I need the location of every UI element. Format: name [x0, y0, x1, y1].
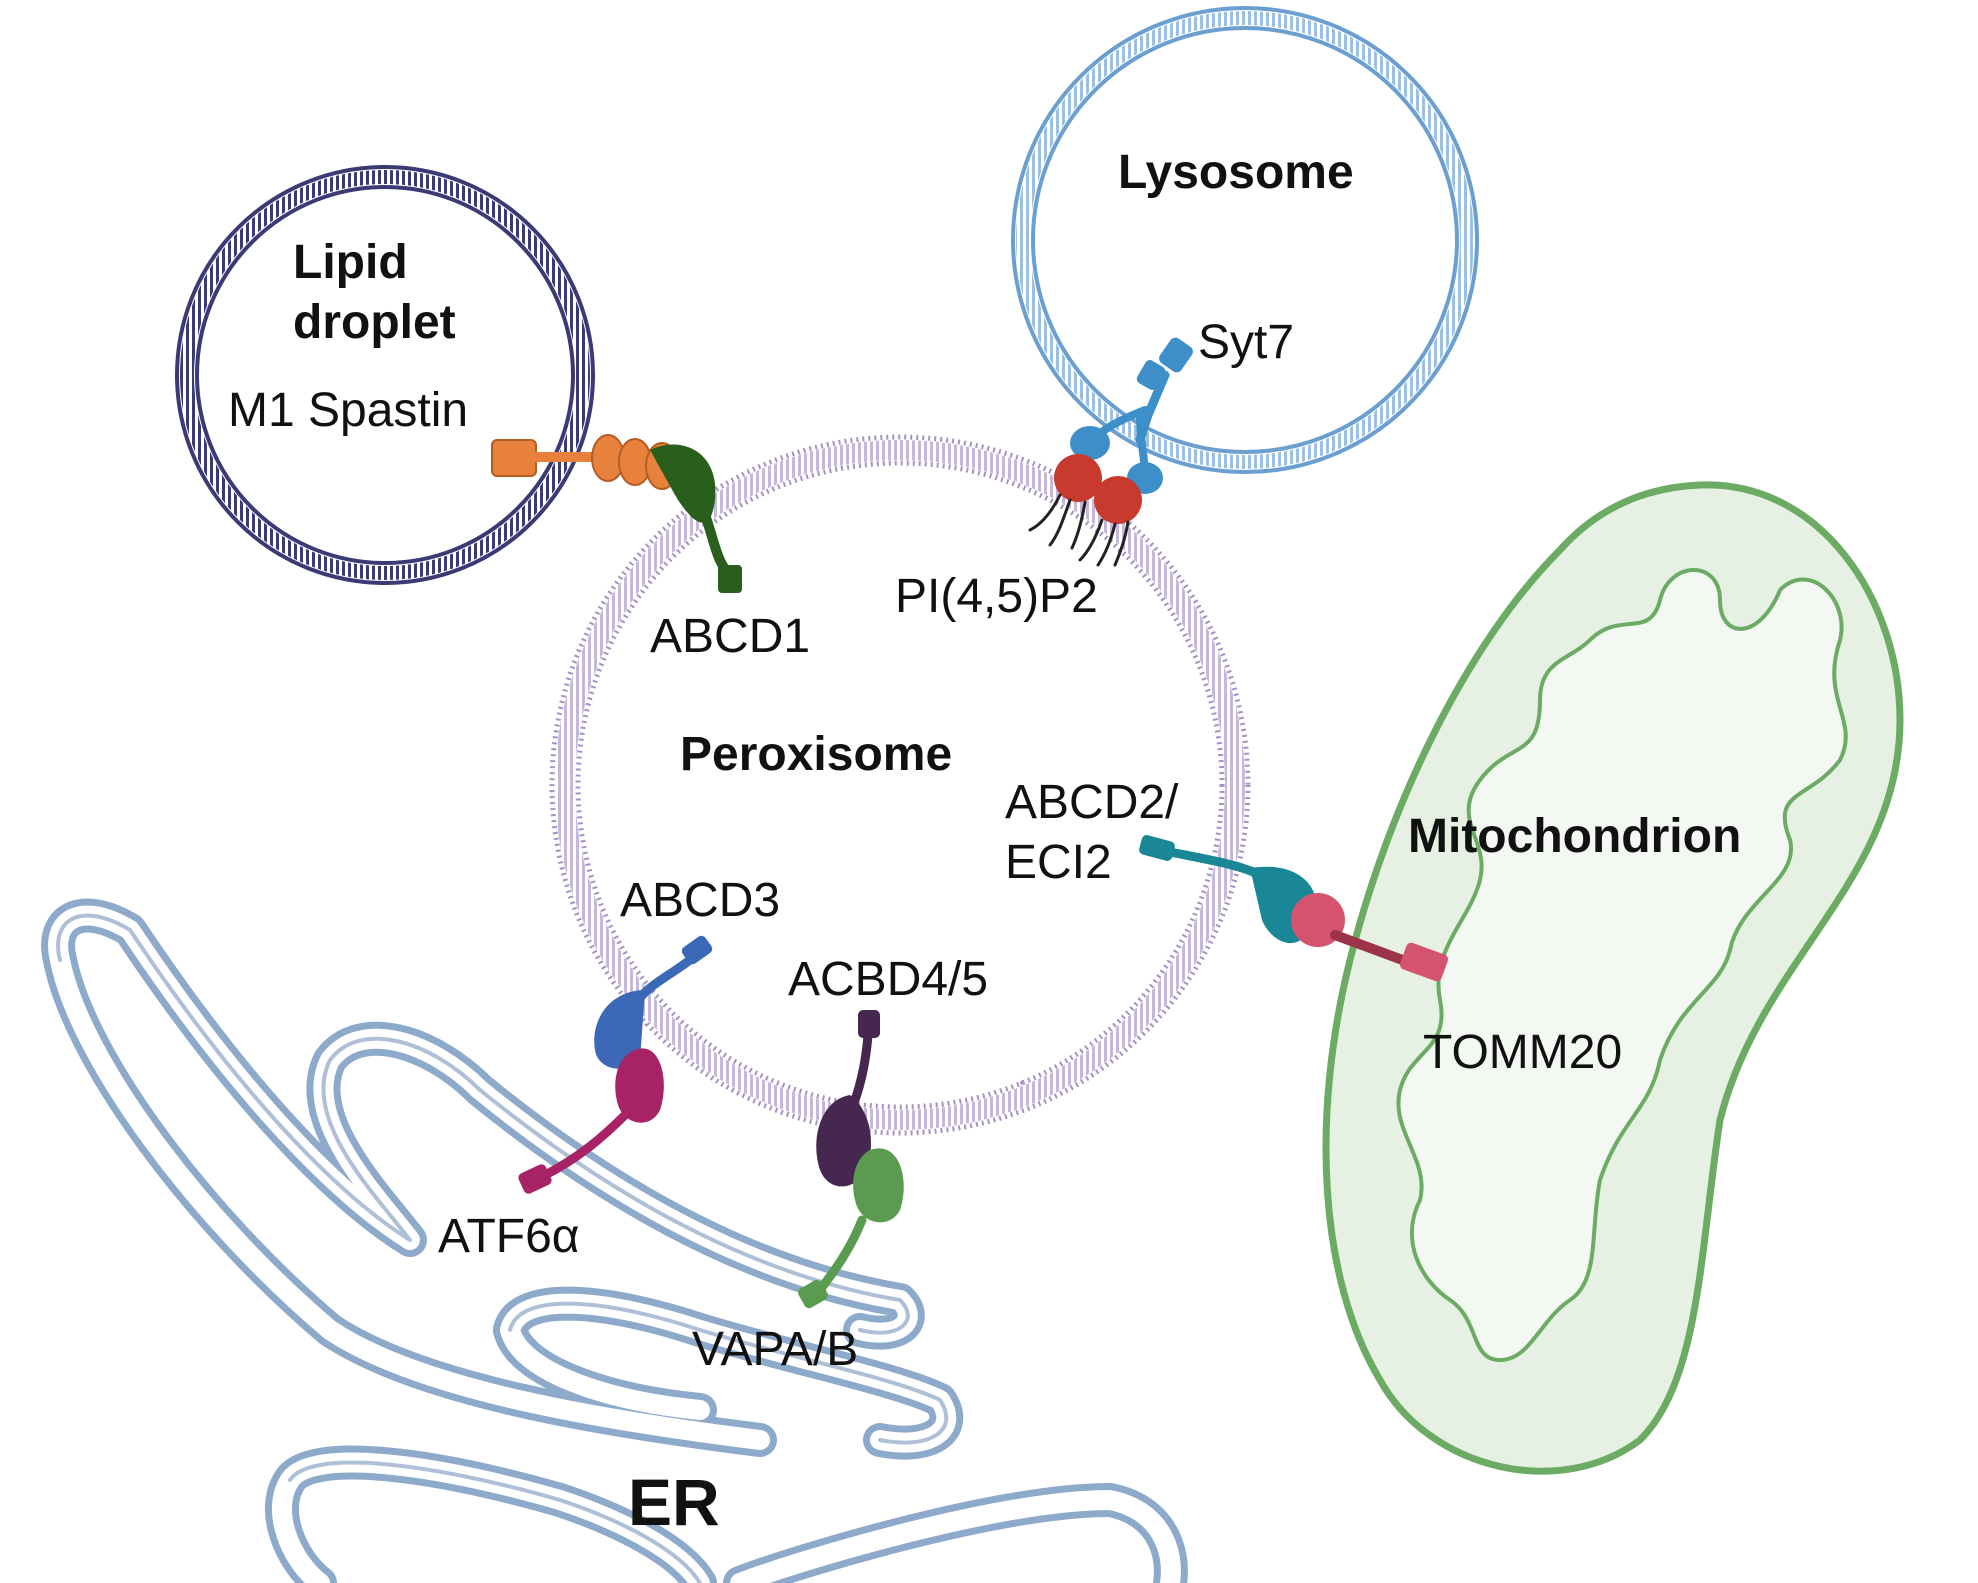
- pip2-label: PI(4,5)P2: [895, 570, 1098, 623]
- acbd45-protein: [816, 1010, 880, 1187]
- lipid-droplet-title-line1: Lipid: [293, 236, 408, 289]
- abcd2-eci2-label-line2: ECI2: [1005, 836, 1112, 889]
- acbd45-label: ACBD4/5: [788, 953, 988, 1006]
- tomm20-label: TOMM20: [1423, 1026, 1622, 1079]
- lysosome: [1011, 6, 1479, 474]
- peroxisome: [549, 434, 1251, 1136]
- lipid-droplet: [175, 165, 595, 585]
- mitochondrion-title: Mitochondrion: [1408, 810, 1741, 863]
- abcd1-protein: [650, 444, 742, 593]
- abcd3-protein: [594, 935, 713, 1069]
- mitochondrion-cristae: [1396, 568, 1848, 1363]
- lipid-droplet-title-line2: droplet: [293, 296, 456, 349]
- pip2-lipid: [1028, 454, 1142, 567]
- tomm20-protein: [1291, 893, 1449, 982]
- vapab-protein: [798, 1148, 904, 1309]
- peroxisome-title: Peroxisome: [680, 728, 952, 781]
- abcd3-label: ABCD3: [620, 874, 780, 927]
- abcd2-eci2-label-line1: ABCD2/: [1005, 776, 1179, 829]
- mitochondrion: [1322, 481, 1904, 1475]
- atf6a-label: ATF6α: [438, 1210, 580, 1263]
- er-membrane: [41, 898, 1188, 1583]
- er-title: ER: [628, 1465, 720, 1539]
- syt7-label: Syt7: [1198, 316, 1294, 369]
- lysosome-title: Lysosome: [1118, 146, 1354, 199]
- abcd1-label: ABCD1: [650, 610, 810, 663]
- m1-spastin-label: M1 Spastin: [228, 384, 468, 437]
- atf6a-protein: [518, 1048, 664, 1194]
- vapab-label: VAPA/B: [692, 1323, 858, 1376]
